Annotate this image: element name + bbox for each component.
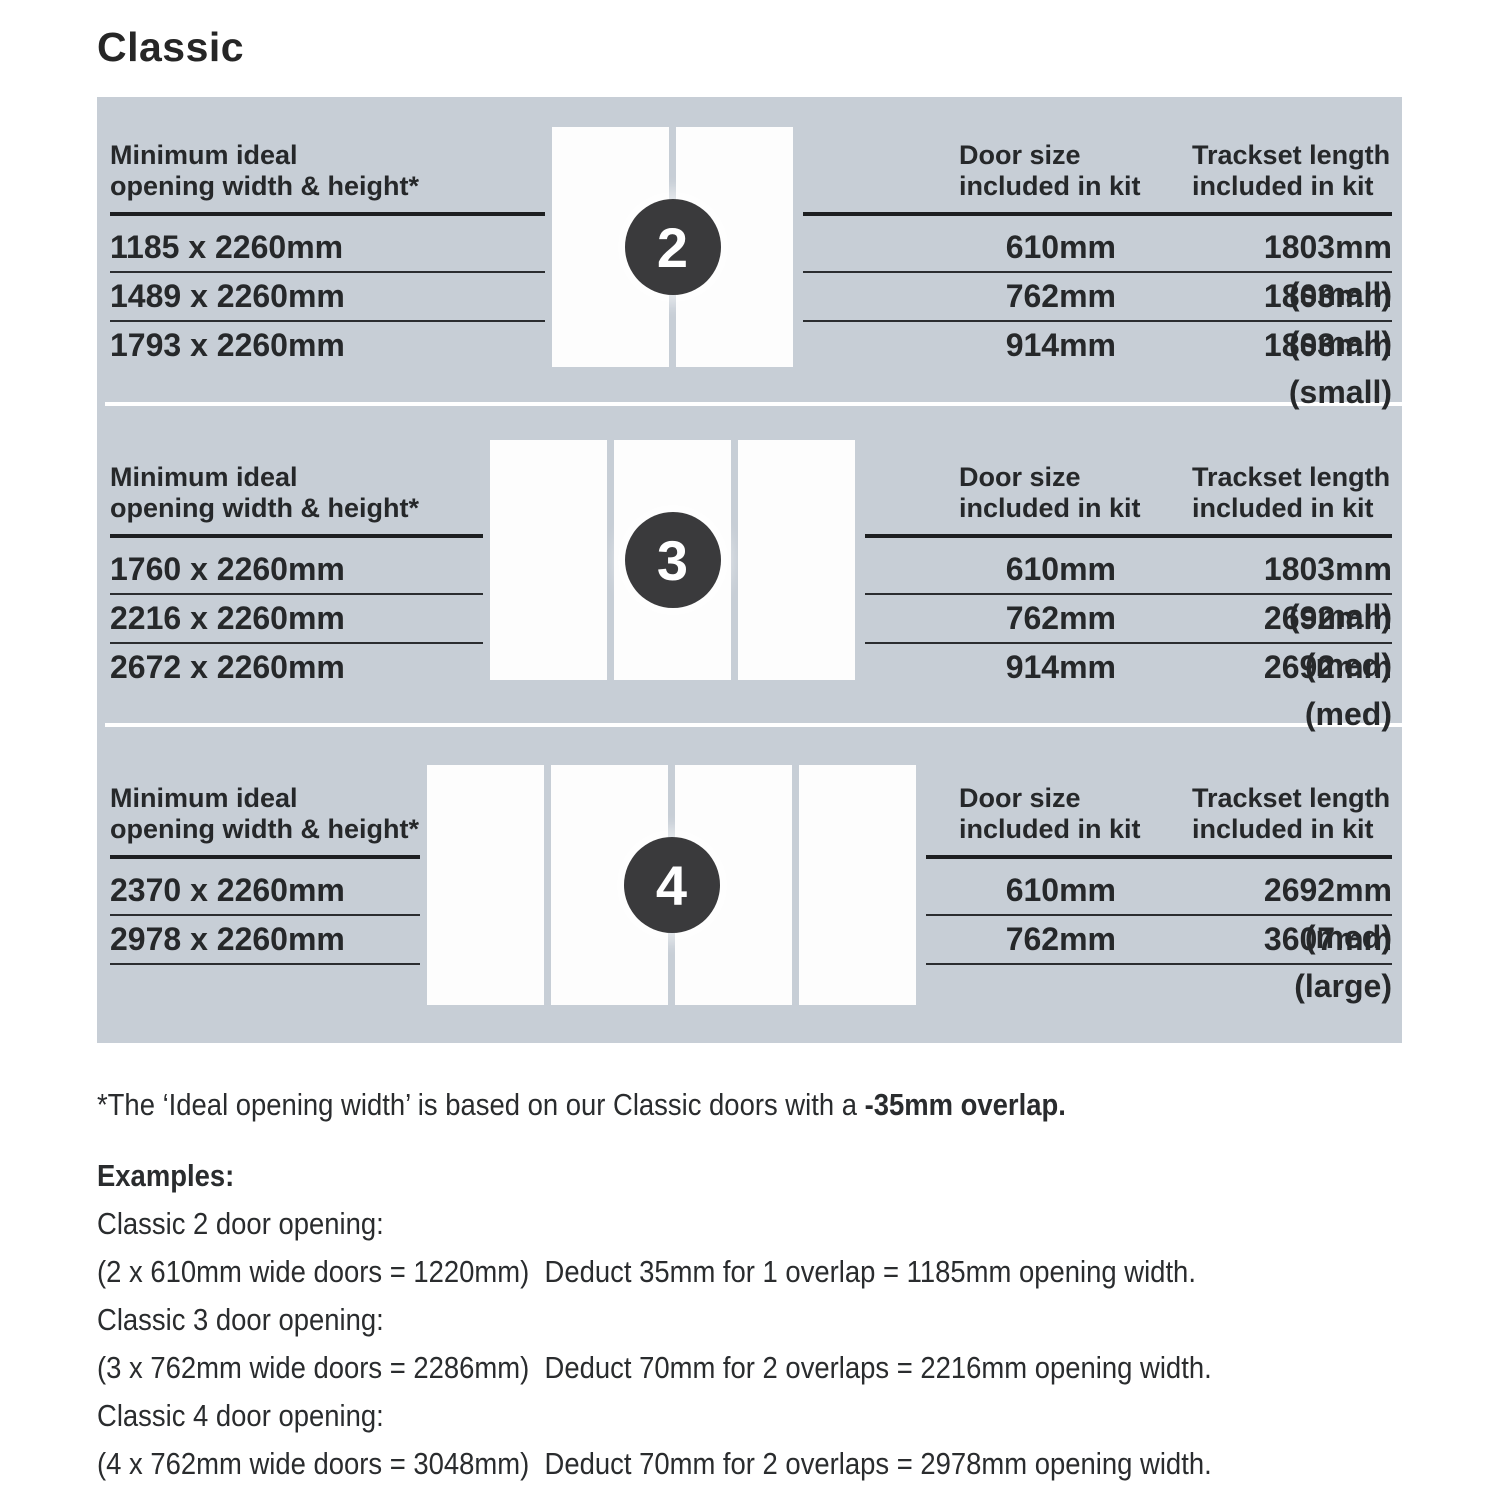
kit-spec-table: Door size included in kit Trackset lengt…	[865, 462, 1392, 732]
opening-size-row: 2370 x 2260mm	[110, 859, 420, 916]
opening-size-header: Minimum ideal opening width & height*	[110, 462, 483, 538]
kit-spec-row: 762mm 3607mm (large)	[926, 916, 1392, 1004]
kit-spec-row: 762mm 2692mm (med)	[865, 595, 1392, 683]
kit-spec-header: Door size included in kit Trackset lengt…	[865, 462, 1392, 538]
footnote: *The ‘Ideal opening width’ is based on o…	[97, 1087, 1066, 1122]
trackset-header: Trackset length included in kit	[1192, 783, 1391, 844]
opening-size-header: Minimum ideal opening width & height*	[110, 783, 420, 859]
opening-size-row: 1760 x 2260mm	[110, 538, 483, 595]
section-divider	[105, 402, 1402, 406]
kit-spec-row: 610mm 1803mm (small)	[803, 216, 1392, 312]
door-size-header: Door size included in kit	[959, 783, 1141, 844]
door-panel	[799, 765, 916, 1005]
door-size-cell: 762mm	[1005, 600, 1116, 636]
example-line: Classic 2 door opening:	[97, 1206, 384, 1241]
example-line: Classic 3 door opening:	[97, 1302, 384, 1337]
kit-spec-table: Door size included in kit Trackset lengt…	[926, 783, 1392, 1004]
opening-size-table: Minimum ideal opening width & height* 17…	[110, 462, 483, 691]
kit-spec-row: 914mm 2692mm (med)	[865, 644, 1392, 732]
opening-size-row: 1185 x 2260mm	[110, 216, 545, 273]
opening-size-table: Minimum ideal opening width & height* 23…	[110, 783, 420, 965]
spec-section-3-door: Minimum ideal opening width & height* 17…	[97, 406, 1402, 732]
trackset-cell: 1803mm (small)	[1263, 229, 1392, 312]
opening-size-row: 1489 x 2260mm	[110, 273, 545, 322]
opening-size-table: Minimum ideal opening width & height* 11…	[110, 140, 545, 369]
door-size-cell: 914mm	[1005, 649, 1116, 685]
example-line: (3 x 762mm wide doors = 2286mm) Deduct 7…	[97, 1350, 1212, 1385]
opening-size-row: 2672 x 2260mm	[110, 649, 345, 685]
opening-size-row: 1793 x 2260mm	[110, 327, 345, 363]
door-diagram-4: 4	[427, 765, 916, 1005]
door-panel	[427, 765, 544, 1005]
section-divider	[105, 723, 1402, 727]
trackset-cell: 1803mm (small)	[1263, 278, 1392, 361]
examples-block: Examples: Classic 2 door opening: (2 x 6…	[97, 1152, 1357, 1488]
trackset-cell: 1803mm (small)	[1263, 327, 1392, 410]
door-size-cell: 762mm	[1005, 921, 1116, 957]
example-line: Classic 4 door opening:	[97, 1398, 384, 1433]
door-panel	[738, 440, 855, 680]
spec-panel: Minimum ideal opening width & height* 11…	[97, 97, 1402, 1043]
door-count-badge: 3	[624, 512, 721, 608]
opening-size-row: 2978 x 2260mm	[110, 916, 420, 965]
trackset-cell: 2692mm (med)	[1263, 649, 1392, 732]
door-size-cell: 762mm	[1005, 278, 1116, 314]
door-diagram-2: 2	[552, 127, 793, 367]
spec-section-4-door: Minimum ideal opening width & height* 23…	[97, 727, 1402, 1043]
examples-heading: Examples:	[97, 1158, 235, 1193]
kit-spec-row: 610mm 1803mm (small)	[865, 538, 1392, 634]
trackset-cell: 2692mm (med)	[1263, 600, 1392, 683]
door-size-header: Door size included in kit	[959, 140, 1141, 201]
door-size-header: Door size included in kit	[959, 462, 1141, 523]
example-line: (4 x 762mm wide doors = 3048mm) Deduct 7…	[97, 1446, 1212, 1481]
kit-spec-row: 762mm 1803mm (small)	[803, 273, 1392, 361]
trackset-cell: 2692mm (med)	[1263, 872, 1392, 955]
door-diagram-3: 3	[490, 440, 855, 680]
kit-spec-row: 610mm 2692mm (med)	[926, 859, 1392, 955]
door-size-cell: 610mm	[1005, 551, 1116, 587]
spec-section-2-door: Minimum ideal opening width & height* 11…	[97, 97, 1402, 410]
door-count-badge: 2	[624, 199, 721, 295]
kit-spec-row: 914mm 1803mm (small)	[803, 322, 1392, 410]
door-panel	[490, 440, 607, 680]
kit-spec-header: Door size included in kit Trackset lengt…	[803, 140, 1392, 216]
opening-size-row: 2216 x 2260mm	[110, 595, 483, 644]
footnote-bold: -35mm overlap.	[864, 1087, 1066, 1122]
trackset-header: Trackset length included in kit	[1192, 140, 1391, 201]
door-count-badge: 4	[623, 837, 720, 933]
kit-spec-header: Door size included in kit Trackset lengt…	[926, 783, 1392, 859]
trackset-cell: 1803mm (small)	[1263, 551, 1392, 634]
opening-size-header: Minimum ideal opening width & height*	[110, 140, 545, 216]
trackset-cell: 3607mm (large)	[1263, 921, 1392, 1004]
example-line: (2 x 610mm wide doors = 1220mm) Deduct 3…	[97, 1254, 1196, 1289]
door-size-cell: 610mm	[1005, 872, 1116, 908]
kit-spec-table: Door size included in kit Trackset lengt…	[803, 140, 1392, 410]
door-size-cell: 914mm	[1005, 327, 1116, 363]
trackset-header: Trackset length included in kit	[1192, 462, 1391, 523]
door-size-cell: 610mm	[1005, 229, 1116, 265]
page-title: Classic	[97, 24, 245, 70]
